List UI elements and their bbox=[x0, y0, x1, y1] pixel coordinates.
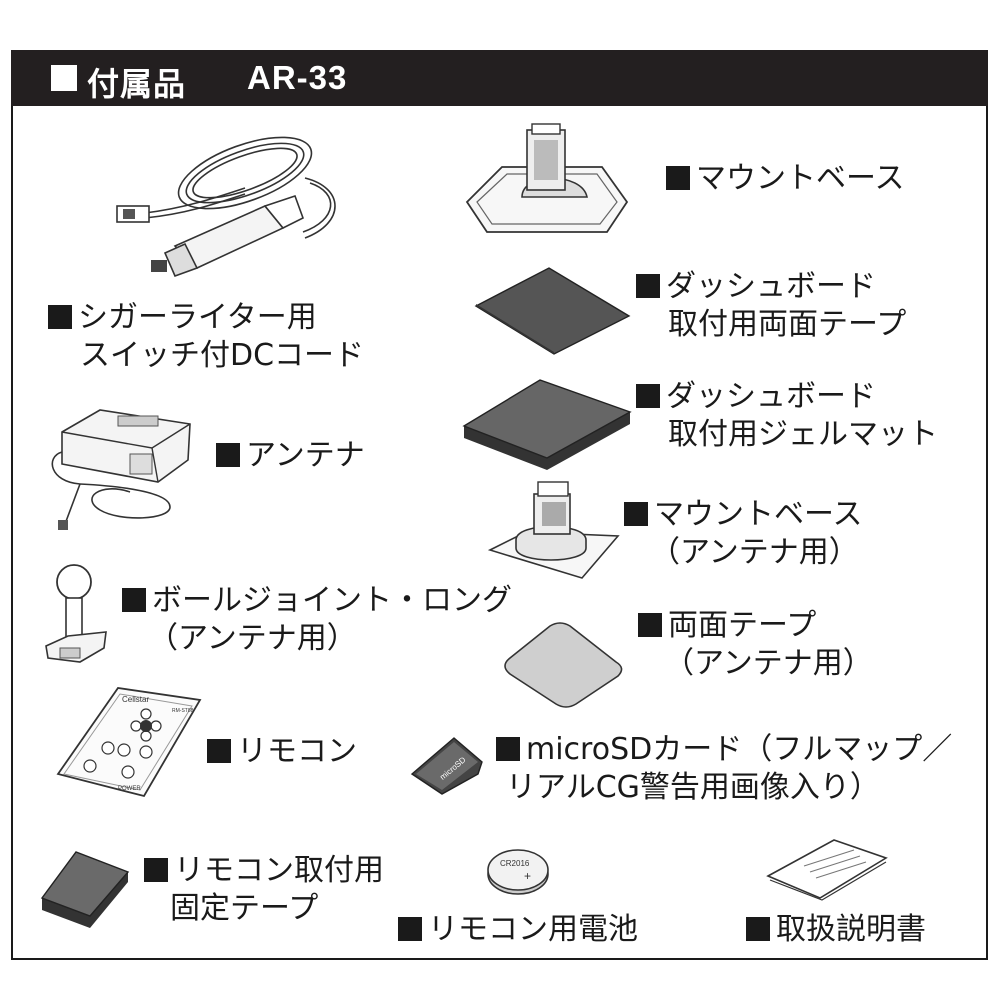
square-bullet-icon bbox=[207, 739, 231, 763]
plus-icon: + bbox=[524, 869, 531, 883]
remote-tape-line1: リモコン取付用 bbox=[174, 853, 384, 888]
gel-mat-icon bbox=[462, 379, 632, 470]
antenna-line1: アンテナ bbox=[246, 438, 365, 473]
cigar-cord-illustration bbox=[105, 128, 350, 283]
header-square-icon bbox=[51, 65, 77, 91]
square-bullet-icon bbox=[666, 166, 690, 190]
antenna-label: アンテナ bbox=[216, 437, 365, 475]
sdcard-illustration: microSD bbox=[408, 734, 486, 796]
gel-mat-line1: ダッシュボード bbox=[666, 379, 876, 414]
battery-line1: リモコン用電池 bbox=[428, 912, 638, 947]
square-bullet-icon bbox=[624, 502, 648, 526]
antenna-icon bbox=[51, 409, 191, 530]
ball-joint-line2: （アンテナ用） bbox=[148, 621, 357, 656]
square-bullet-icon bbox=[216, 443, 240, 467]
gel-mat-label: ダッシュボード 取付用ジェルマット bbox=[636, 378, 938, 454]
dash-tape-line2: 取付用両面テープ bbox=[668, 307, 907, 342]
dash-tape-illustration bbox=[474, 266, 634, 356]
mount-base-illustration bbox=[462, 122, 632, 240]
battery-icon: CR2016 + bbox=[487, 849, 549, 895]
antenna-tape-illustration bbox=[496, 620, 628, 708]
cigar-cord-line1: シガーライター用 bbox=[78, 300, 317, 335]
dash-tape-icon bbox=[474, 267, 631, 355]
antenna-mount-line1: マウントベース bbox=[654, 497, 863, 532]
gel-mat-illustration bbox=[462, 376, 632, 472]
manual-icon bbox=[766, 839, 888, 901]
square-bullet-icon bbox=[636, 274, 660, 298]
manual-line1: 取扱説明書 bbox=[776, 912, 926, 947]
remote-model-text: RM-ST88 bbox=[172, 708, 194, 714]
header-bar: 付属品 AR-33 bbox=[11, 50, 988, 106]
remote-line1: リモコン bbox=[237, 734, 357, 769]
antenna-illustration bbox=[40, 402, 200, 532]
square-bullet-icon bbox=[122, 588, 146, 612]
antenna-mount-label: マウントベース （アンテナ用） bbox=[624, 496, 863, 572]
square-bullet-icon bbox=[746, 917, 770, 941]
ball-joint-line1: ボールジョイント・ロング bbox=[152, 583, 512, 618]
square-bullet-icon bbox=[144, 858, 168, 882]
remote-icon: Cellstar RM-ST88 POWER bbox=[56, 687, 202, 798]
ball-joint-icon bbox=[45, 564, 107, 663]
sdcard-line2: リアルCG警告用画像入り） bbox=[506, 770, 880, 805]
dash-tape-label: ダッシュボード 取付用両面テープ bbox=[636, 268, 906, 344]
header-model: AR-33 bbox=[247, 59, 348, 96]
square-bullet-icon bbox=[636, 384, 660, 408]
remote-tape-illustration bbox=[38, 848, 130, 930]
remote-power-text: POWER bbox=[118, 786, 141, 792]
remote-tape-icon bbox=[40, 851, 130, 928]
ball-joint-label: ボールジョイント・ロング （アンテナ用） bbox=[122, 582, 512, 658]
header-title: 付属品 bbox=[87, 65, 187, 103]
battery-label: リモコン用電池 bbox=[398, 911, 638, 949]
antenna-mount-line2: （アンテナ用） bbox=[650, 535, 859, 570]
square-bullet-icon bbox=[638, 613, 662, 637]
manual-illustration bbox=[764, 836, 888, 901]
cigar-cord-icon bbox=[116, 136, 336, 278]
remote-tape-label: リモコン取付用 固定テープ bbox=[144, 852, 384, 928]
sdcard-line1: microSDカード（フルマップ／ bbox=[526, 732, 953, 767]
cigar-cord-label: シガーライター用 スイッチ付DCコード bbox=[48, 299, 364, 375]
gel-mat-line2: 取付用ジェルマット bbox=[668, 417, 938, 452]
battery-text: CR2016 bbox=[500, 859, 530, 868]
square-bullet-icon bbox=[398, 917, 422, 941]
antenna-tape-line1: 両面テープ bbox=[668, 608, 817, 643]
remote-tape-line2: 固定テープ bbox=[170, 891, 319, 926]
square-bullet-icon bbox=[496, 737, 520, 761]
ball-joint-illustration bbox=[44, 562, 112, 666]
remote-label: リモコン bbox=[207, 733, 357, 771]
remote-illustration: Cellstar RM-ST88 POWER bbox=[52, 684, 204, 804]
antenna-tape-label: 両面テープ （アンテナ用） bbox=[638, 607, 873, 683]
sdcard-label: microSDカード（フルマップ／ リアルCG警告用画像入り） bbox=[496, 731, 952, 807]
antenna-tape-line2: （アンテナ用） bbox=[664, 646, 873, 681]
battery-illustration: CR2016 + bbox=[486, 846, 550, 896]
antenna-mount-icon bbox=[487, 481, 620, 579]
antenna-mount-illustration bbox=[486, 478, 622, 580]
remote-brand-text: Cellstar bbox=[122, 695, 149, 704]
antenna-tape-icon bbox=[504, 622, 623, 708]
dash-tape-line1: ダッシュボード bbox=[666, 269, 876, 304]
mount-base-label: マウントベース bbox=[666, 160, 905, 198]
mount-base-icon bbox=[465, 123, 629, 233]
square-bullet-icon bbox=[48, 305, 72, 329]
sdcard-icon: microSD bbox=[410, 737, 483, 795]
cigar-cord-line2: スイッチ付DCコード bbox=[80, 338, 365, 373]
mount-base-line1: マウントベース bbox=[696, 161, 905, 196]
manual-label: 取扱説明書 bbox=[746, 911, 926, 949]
